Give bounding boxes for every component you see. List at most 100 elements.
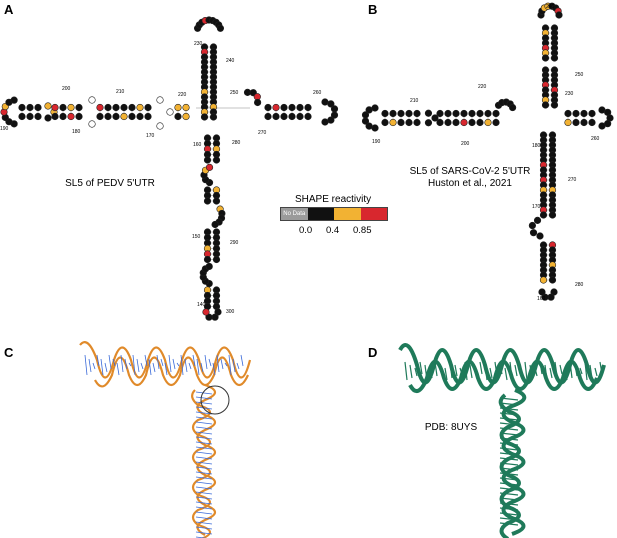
paired-nucleotide <box>112 103 120 112</box>
paired-nucleotide <box>212 156 221 164</box>
paired-nucleotide <box>460 118 468 127</box>
panel-label-d: D <box>368 345 378 360</box>
legend-tick-2: 0.85 <box>353 225 372 236</box>
panel-b-caption-line2: Huston et al., 2021 <box>428 178 512 189</box>
loop-nucleotide <box>424 119 433 127</box>
paired-nucleotide <box>541 101 550 109</box>
loop-nucleotide <box>431 114 439 122</box>
position-number: 180 <box>72 129 81 135</box>
paired-nucleotide <box>59 112 67 121</box>
panel-b-caption-line1: SL5 of SARS-CoV-2 5'UTR <box>409 166 531 177</box>
position-number: 190 <box>372 139 381 145</box>
position-number: 170 <box>146 133 155 139</box>
paired-nucleotide <box>112 112 120 121</box>
loop-nucleotide <box>10 96 18 104</box>
paired-nucleotide <box>468 109 476 118</box>
paired-nucleotide <box>572 109 580 118</box>
paired-nucleotide <box>413 109 421 118</box>
loop-nucleotide <box>202 308 210 316</box>
position-number: 220 <box>478 84 487 90</box>
paired-nucleotide <box>580 109 588 118</box>
paired-nucleotide <box>34 103 42 112</box>
legend-low-swatch <box>307 208 334 220</box>
paired-nucleotide <box>452 109 460 118</box>
paired-nucleotide <box>18 103 26 112</box>
position-number: 280 <box>232 140 241 146</box>
paired-nucleotide <box>405 109 413 118</box>
loop-nucleotide <box>327 100 335 108</box>
paired-nucleotide <box>128 112 136 121</box>
loop-nucleotide <box>361 111 370 119</box>
position-number: 260 <box>313 90 322 96</box>
paired-nucleotide <box>136 112 144 121</box>
paired-nucleotide <box>436 109 444 118</box>
paired-nucleotide <box>174 112 182 121</box>
paired-nucleotide <box>550 54 559 62</box>
paired-nucleotide <box>182 112 190 121</box>
paired-nucleotide <box>539 211 548 219</box>
position-number: 210 <box>116 89 125 95</box>
loop-nucleotide <box>44 114 52 122</box>
position-number: 180 <box>532 143 541 149</box>
position-number: 250 <box>575 72 584 78</box>
paired-nucleotide <box>26 103 34 112</box>
paired-nucleotide <box>539 276 548 284</box>
panel-d-caption: PDB: 8UYS <box>424 422 478 433</box>
loop-nucleotide <box>538 288 546 296</box>
paired-nucleotide <box>67 103 75 112</box>
paired-nucleotide <box>34 112 42 121</box>
paired-nucleotide <box>272 103 280 112</box>
paired-nucleotide <box>492 118 500 127</box>
paired-nucleotide <box>572 118 580 127</box>
tertiary-structure-d <box>398 343 606 538</box>
panel-a-caption: SL5 of PEDV 5'UTR <box>65 178 155 189</box>
loop-nucleotide <box>254 98 262 107</box>
panel-label-b: B <box>368 2 378 17</box>
position-number: 240 <box>226 58 235 64</box>
paired-nucleotide <box>51 112 59 121</box>
paired-nucleotide <box>104 103 112 112</box>
position-number: 190 <box>0 126 9 132</box>
paired-nucleotide <box>264 103 272 112</box>
loop-nucleotide <box>533 216 542 224</box>
paired-nucleotide <box>75 112 83 121</box>
paired-nucleotide <box>580 118 588 127</box>
position-number: 150 <box>192 234 201 240</box>
paired-nucleotide <box>588 109 596 118</box>
paired-nucleotide <box>296 112 304 121</box>
paired-nucleotide <box>120 103 128 112</box>
paired-nucleotide <box>484 118 492 127</box>
position-number: 170 <box>532 204 541 210</box>
paired-nucleotide <box>296 103 304 112</box>
paired-nucleotide <box>548 276 557 284</box>
loop-nucleotide <box>205 262 213 271</box>
position-number: 250 <box>230 90 239 96</box>
panel-label-a: A <box>4 2 14 17</box>
position-number: 290 <box>230 240 239 246</box>
paired-nucleotide <box>26 112 34 121</box>
legend-tick-0: 0.0 <box>299 225 313 236</box>
paired-nucleotide <box>564 109 572 118</box>
loop-nucleotide <box>555 11 563 19</box>
paired-nucleotide <box>96 112 104 121</box>
position-number: 230 <box>194 41 203 47</box>
legend-title: SHAPE reactivity <box>295 194 372 205</box>
paired-nucleotide <box>128 103 136 112</box>
paired-nucleotide <box>444 118 452 127</box>
paired-nucleotide <box>548 211 557 219</box>
paired-nucleotide <box>200 113 209 121</box>
paired-nucleotide <box>280 112 288 121</box>
loop-nucleotide <box>330 111 339 119</box>
position-number: 300 <box>226 309 235 315</box>
loop-nucleotide <box>509 103 517 112</box>
position-number: 160 <box>193 142 202 148</box>
loop-nucleotide <box>361 117 370 125</box>
legend-nodata-swatch: No Data <box>281 208 308 220</box>
position-number: 200 <box>62 86 71 92</box>
paired-nucleotide <box>304 103 312 112</box>
paired-nucleotide <box>381 118 389 127</box>
panel-label-c: C <box>4 345 14 360</box>
paired-nucleotide <box>541 54 550 62</box>
loop-nucleotide <box>424 109 433 117</box>
